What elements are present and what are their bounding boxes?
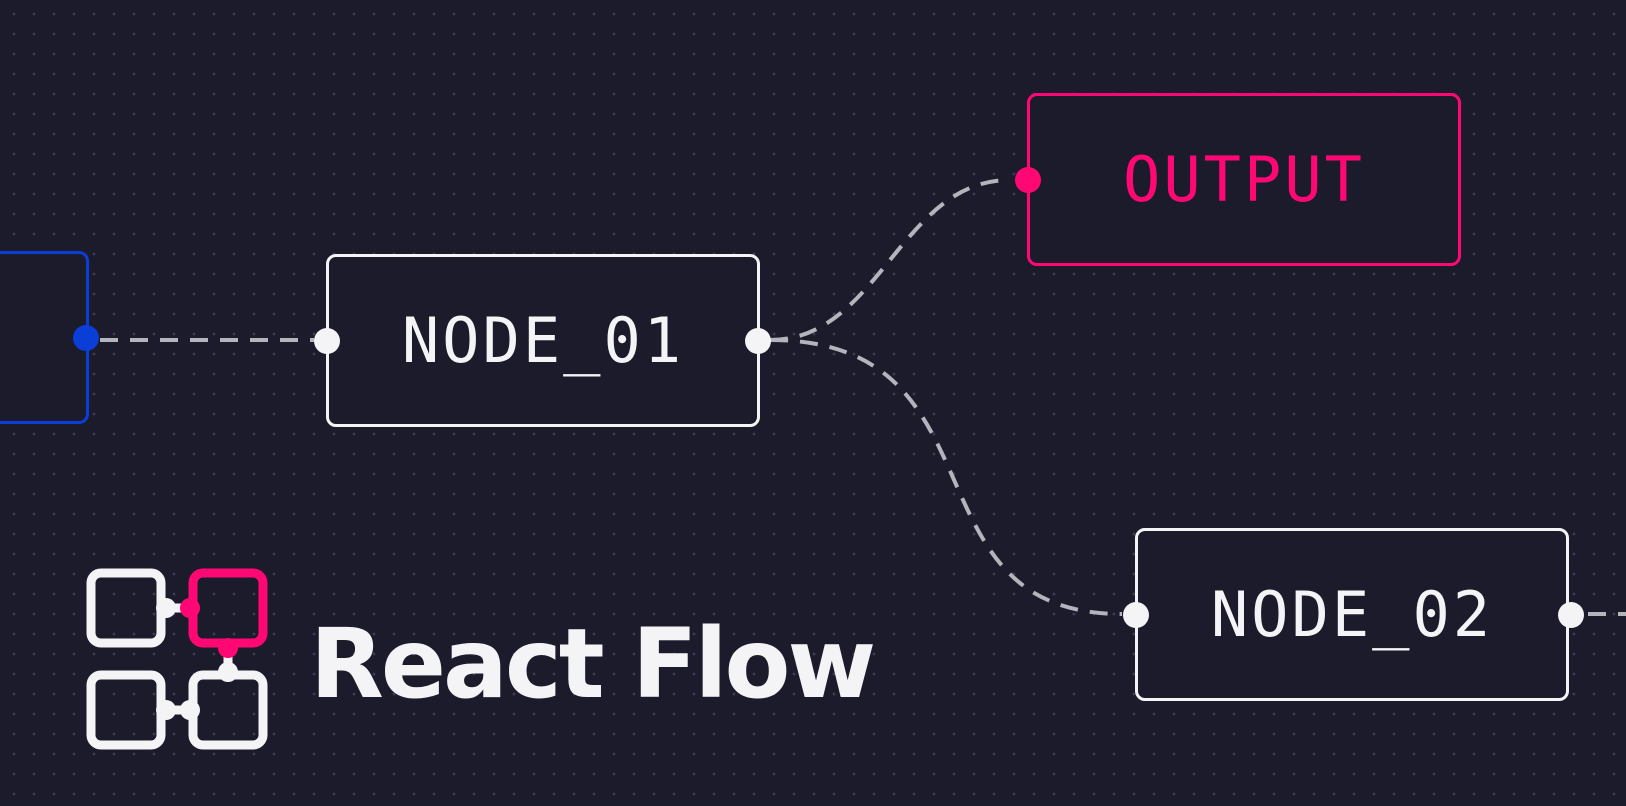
brand-name: React Flow <box>310 608 876 720</box>
output-node[interactable]: OUTPUT <box>1027 93 1461 266</box>
react-flow-logo-icon <box>86 568 268 750</box>
node-02-label: NODE_02 <box>1210 578 1494 651</box>
output-node-target-handle[interactable] <box>1015 167 1041 193</box>
node-02-source-handle[interactable] <box>1558 602 1584 628</box>
node-01-source-handle[interactable] <box>745 328 771 354</box>
node-01[interactable]: NODE_01 <box>326 254 760 427</box>
input-node-source-handle[interactable] <box>73 325 99 351</box>
node-01-label: NODE_01 <box>401 304 685 377</box>
node-02-target-handle[interactable] <box>1123 602 1149 628</box>
node-01-target-handle[interactable] <box>314 328 340 354</box>
edge-node01-to-output[interactable] <box>769 178 1011 342</box>
node-02[interactable]: NODE_02 <box>1135 528 1569 701</box>
output-node-label: OUTPUT <box>1123 143 1365 216</box>
edge-node01-to-node02[interactable] <box>769 338 1123 616</box>
brand-logo: React Flow <box>86 568 876 754</box>
